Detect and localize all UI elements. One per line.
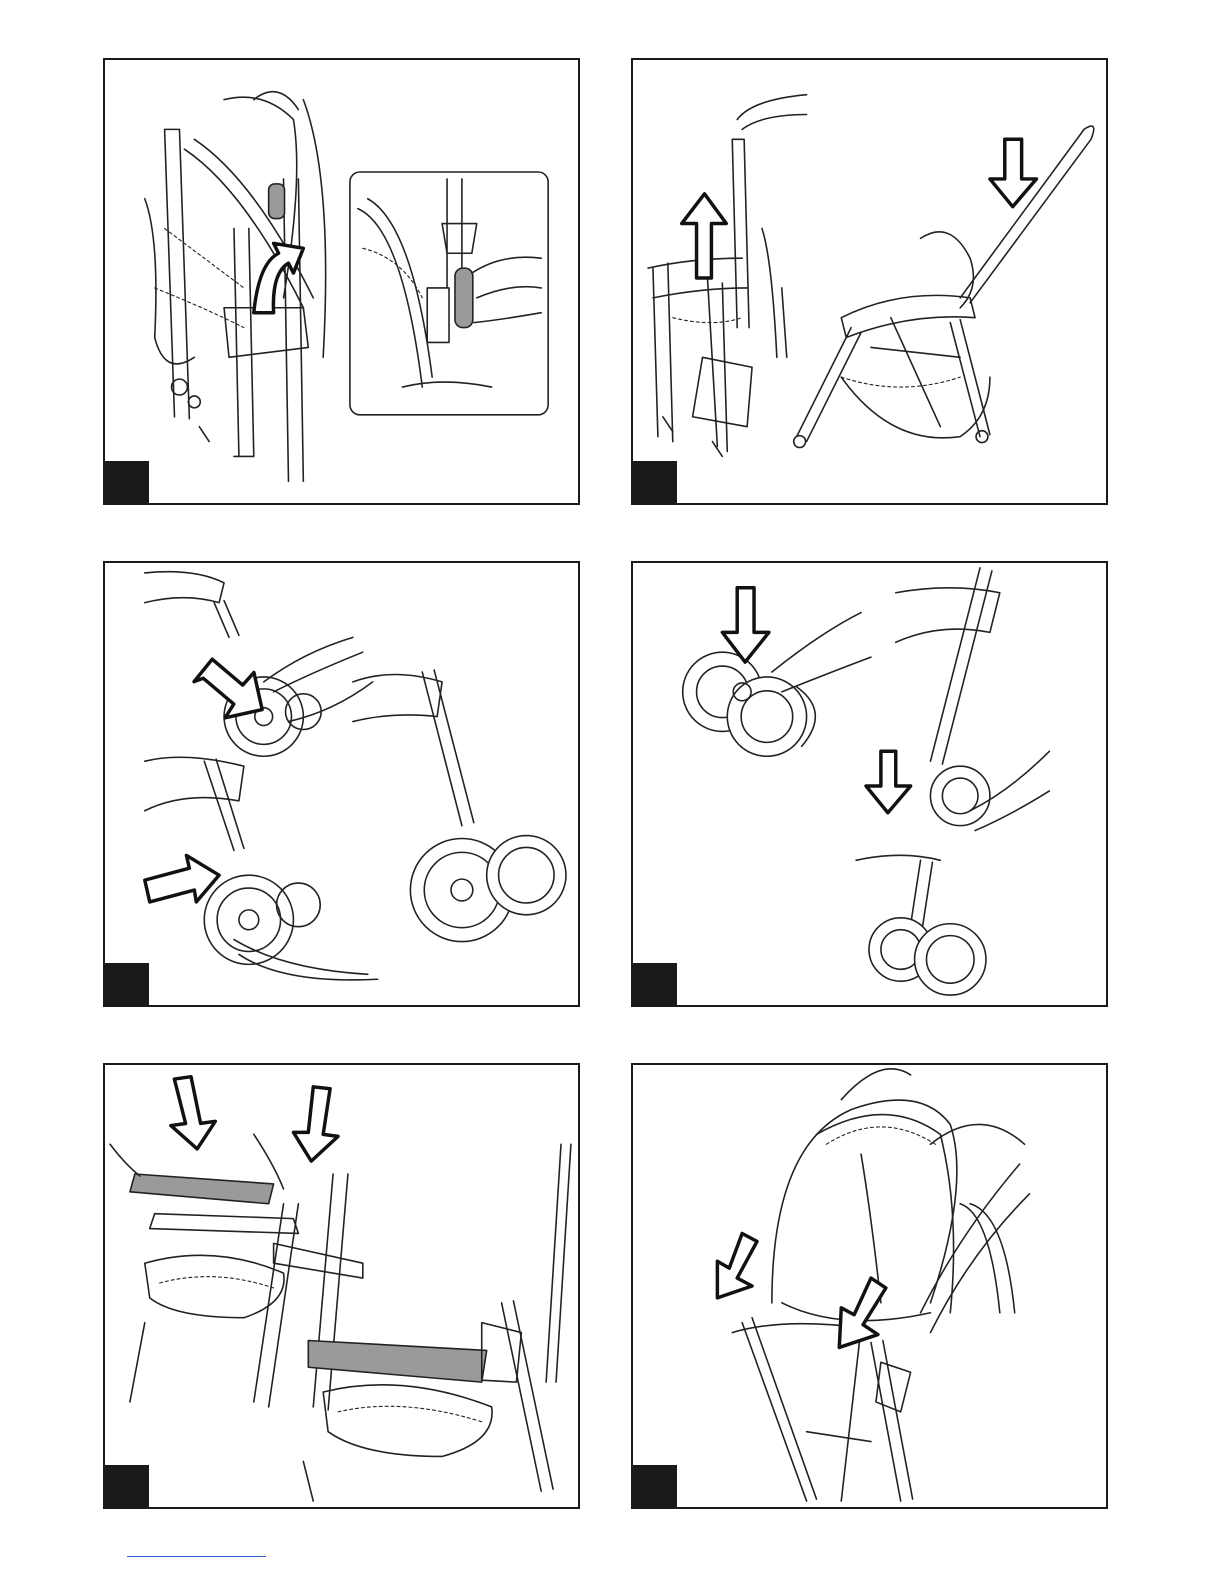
front-wheel-illustration	[633, 563, 1106, 1005]
instruction-panel-5	[103, 1063, 580, 1509]
step-number-tab	[633, 963, 677, 1005]
up-arrow-icon	[866, 751, 911, 812]
instruction-panel-2	[631, 58, 1108, 505]
step-number-tab	[105, 1465, 149, 1507]
bumper-bar-illustration	[105, 1065, 578, 1507]
unfolding-stroller-illustration	[633, 60, 1106, 503]
bumper-bar-attached-highlight	[308, 1341, 486, 1383]
down-arrow-icon	[293, 1087, 338, 1161]
down-left-arrow-icon	[717, 1233, 757, 1297]
instruction-panel-1	[103, 58, 580, 505]
folded-stroller-illustration	[105, 60, 578, 503]
step-number-tab	[633, 461, 677, 503]
release-lever-detail	[455, 268, 473, 327]
instruction-panel-4	[631, 561, 1108, 1007]
step-number-tab	[105, 963, 149, 1005]
instruction-panel-6	[631, 1063, 1108, 1509]
down-arrow-icon	[722, 588, 769, 662]
hood-attach-illustration	[633, 1065, 1106, 1507]
down-arrow-icon	[990, 139, 1037, 206]
curved-up-arrow-icon	[254, 243, 304, 312]
bumper-bar-highlight	[130, 1174, 274, 1204]
down-left-arrow-icon	[839, 1278, 886, 1347]
right-arrow-icon	[145, 855, 219, 902]
step-number-tab	[105, 461, 149, 503]
latch-housing	[427, 288, 449, 343]
instruction-panel-3	[103, 561, 580, 1007]
release-lever-highlight	[269, 184, 285, 219]
footer-rule	[127, 1556, 266, 1557]
step-number-tab	[633, 1465, 677, 1507]
up-arrow-icon	[682, 194, 727, 278]
down-arrow-icon	[165, 1074, 219, 1152]
rear-wheel-illustration	[105, 563, 578, 1005]
